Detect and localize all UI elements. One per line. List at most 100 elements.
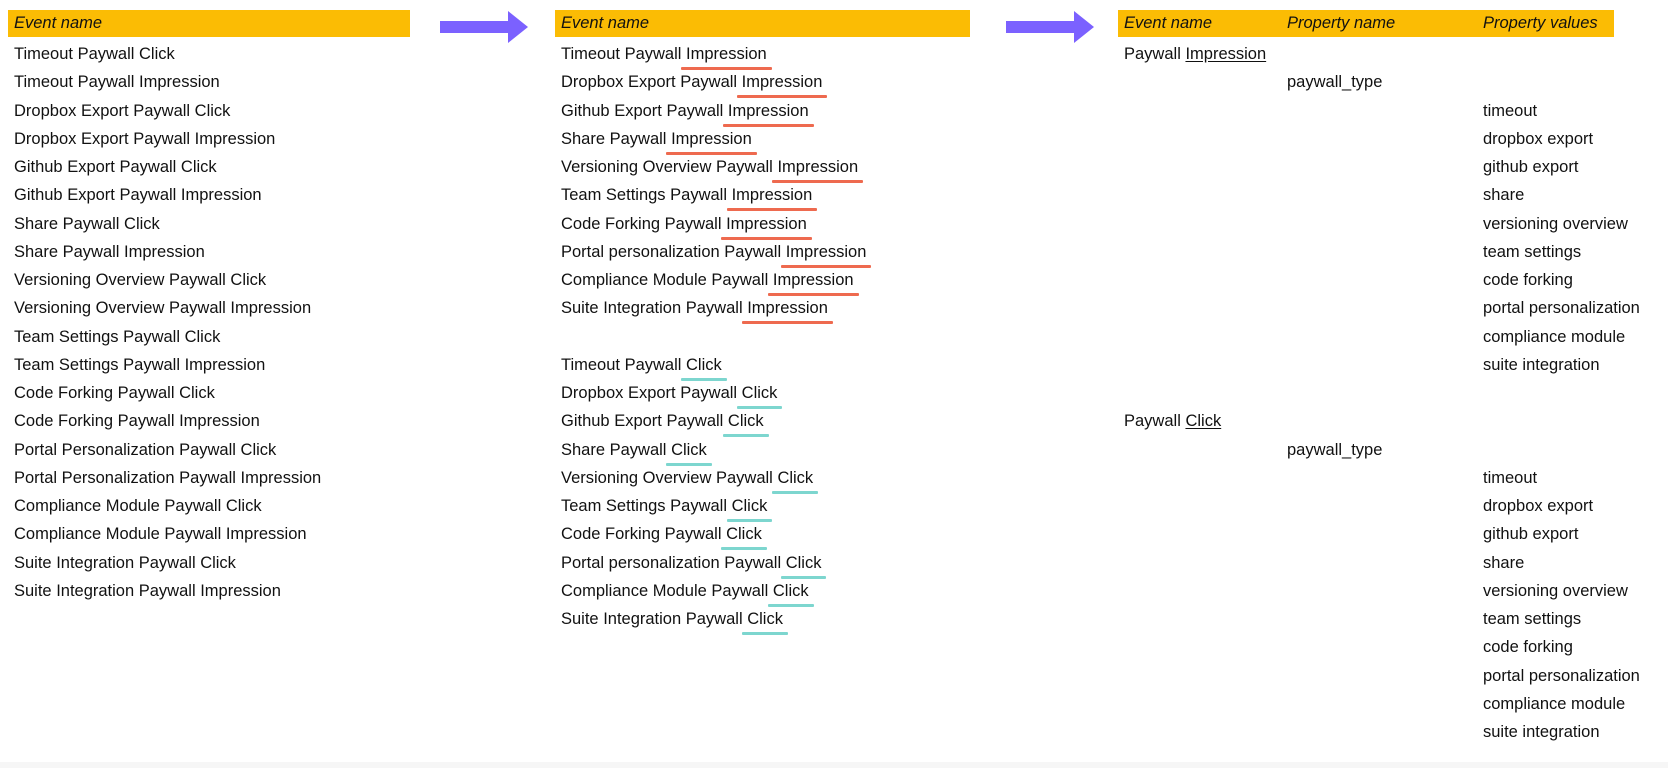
col1-event-name: Share Paywall Impression bbox=[14, 242, 205, 261]
col2-event-prefix: Compliance Module Paywall bbox=[561, 581, 773, 600]
col3-property-value: team settings bbox=[1483, 610, 1582, 628]
right-arrow-shape bbox=[440, 11, 528, 43]
col2-event-suffix-highlight: Impression bbox=[726, 186, 817, 212]
col2-event-name: Code Forking Paywall Click bbox=[561, 524, 767, 551]
col2-event-suffix-highlight: Click bbox=[780, 553, 827, 579]
col3-property-value: share bbox=[1483, 186, 1525, 205]
col1-event-name: Dropbox Export Paywall Click bbox=[14, 101, 231, 120]
col2-event-suffix-highlight: Click bbox=[721, 525, 767, 551]
col1-event-name: Dropbox Export Paywall Impression bbox=[14, 129, 276, 148]
col1-event-name: Versioning Overview Paywall Click bbox=[14, 271, 267, 289]
col3-property-value: share bbox=[1483, 553, 1525, 572]
col2-event-suffix-highlight: Click bbox=[726, 497, 773, 522]
col3-property-value: team settings bbox=[1483, 242, 1582, 261]
col2-event-suffix-highlight: Click bbox=[681, 355, 727, 381]
col2-event-prefix: Github Export Paywall bbox=[561, 101, 728, 120]
col1-event-name: Timeout Paywall Impression bbox=[14, 73, 220, 92]
col3-event-suffix: Click bbox=[1185, 412, 1222, 431]
col1-event-name: Code Forking Paywall Impression bbox=[14, 412, 260, 431]
col2-event-prefix: Dropbox Export Paywall bbox=[561, 384, 742, 402]
col3-property-value: versioning overview bbox=[1483, 581, 1628, 600]
col3-property-value: portal personalization bbox=[1483, 299, 1640, 318]
col3-property-value: code forking bbox=[1483, 638, 1573, 657]
col1-event-name: Portal Personalization Paywall Click bbox=[14, 440, 277, 459]
col1-event-name: Portal Personalization Paywall Impressio… bbox=[14, 468, 322, 487]
col2-event-suffix-highlight: Click bbox=[736, 384, 783, 409]
col1-header: Event name bbox=[8, 10, 410, 37]
col2-event-suffix-highlight: Click bbox=[767, 581, 814, 607]
col2-event-prefix: Versioning Overview Paywall bbox=[561, 468, 778, 487]
col2-event-name: Compliance Module Paywall Click bbox=[561, 581, 814, 607]
col3-property-value: code forking bbox=[1483, 271, 1573, 289]
col3-event-name: Paywall Impression bbox=[1124, 44, 1266, 64]
col2-event-name: Suite Integration Paywall Click bbox=[561, 609, 788, 635]
col2-event-prefix: Suite Integration Paywall bbox=[561, 299, 748, 318]
col2-event-suffix-highlight: Impression bbox=[736, 73, 828, 99]
col2-event-prefix: Timeout Paywall bbox=[561, 355, 687, 374]
col3-event-prefix: Paywall bbox=[1124, 45, 1186, 63]
col3-header-property: Property name bbox=[1287, 14, 1396, 32]
col3-property-value: timeout bbox=[1483, 101, 1538, 120]
col2-event-suffix-highlight: Impression bbox=[772, 158, 863, 183]
col2-event-suffix-highlight: Impression bbox=[722, 101, 814, 127]
col1-event-name: Code Forking Paywall Click bbox=[14, 384, 215, 402]
col1-header-label: Event name bbox=[14, 14, 103, 32]
col3-property-value: github export bbox=[1483, 158, 1579, 176]
col3-property-value: dropbox export bbox=[1483, 497, 1594, 515]
col2-event-suffix-highlight: Impression bbox=[742, 299, 833, 325]
col2-event-prefix: Share Paywall bbox=[561, 129, 672, 148]
col3-header-event: Event name bbox=[1124, 14, 1213, 32]
col2-event-prefix: Code Forking Paywall bbox=[561, 214, 727, 233]
col1-event-name: Team Settings Paywall Click bbox=[14, 327, 221, 346]
col2-event-name: Share Paywall Impression bbox=[561, 129, 757, 155]
col2-event-name: Versioning Overview Paywall Impression bbox=[561, 157, 863, 183]
col3-property-value: suite integration bbox=[1483, 723, 1600, 741]
col2-event-name: Versioning Overview Paywall Click bbox=[561, 468, 818, 494]
col2-event-name: Dropbox Export Paywall Click bbox=[561, 383, 783, 409]
col3-property-value: suite integration bbox=[1483, 355, 1600, 374]
col2-event-suffix-highlight: Impression bbox=[666, 129, 757, 155]
right-arrow-shape bbox=[1006, 11, 1094, 43]
col2-event-prefix: Suite Integration Paywall bbox=[561, 610, 748, 628]
right-arrow-icon bbox=[1006, 11, 1094, 43]
col1-event-name: Suite Integration Paywall Click bbox=[14, 553, 236, 572]
col2-event-name: Team Settings Paywall Impression bbox=[561, 185, 817, 212]
col3-property-name: paywall_type bbox=[1287, 73, 1383, 92]
col3-property-value: compliance module bbox=[1483, 327, 1626, 346]
col2-event-prefix: Timeout Paywall bbox=[561, 45, 687, 63]
col3-property-value: compliance module bbox=[1483, 694, 1626, 713]
col2-event-prefix: Portal personalization Paywall bbox=[561, 553, 786, 572]
col2-event-name: Dropbox Export Paywall Impression bbox=[561, 72, 828, 99]
col1-event-name: Team Settings Paywall Impression bbox=[14, 355, 266, 374]
col1-event-name: Share Paywall Click bbox=[14, 214, 160, 233]
col2-event-suffix-highlight: Impression bbox=[767, 271, 859, 296]
col3-property-value: github export bbox=[1483, 525, 1579, 544]
col2-header-label: Event name bbox=[561, 14, 650, 32]
col2-event-prefix: Github Export Paywall bbox=[561, 412, 728, 431]
col2-event-name: Portal personalization Paywall Click bbox=[561, 553, 827, 579]
col2-event-prefix: Compliance Module Paywall bbox=[561, 271, 773, 289]
right-arrow-icon bbox=[440, 11, 528, 43]
col2-event-prefix: Team Settings Paywall bbox=[561, 186, 732, 205]
col1-event-name: Versioning Overview Paywall Impression bbox=[14, 299, 312, 318]
col2-event-name: Timeout Paywall Impression bbox=[561, 44, 772, 70]
col1-event-name: Github Export Paywall Impression bbox=[14, 186, 262, 205]
col1-event-name: Github Export Paywall Click bbox=[14, 158, 217, 176]
col1-event-name: Compliance Module Paywall Click bbox=[14, 497, 262, 515]
col2-event-prefix: Code Forking Paywall bbox=[561, 525, 727, 544]
col3-event-prefix: Paywall bbox=[1124, 412, 1186, 431]
col2-event-name: Github Export Paywall Click bbox=[561, 411, 769, 438]
col3-property-value: dropbox export bbox=[1483, 129, 1594, 148]
col1-event-name: Compliance Module Paywall Impression bbox=[14, 525, 307, 544]
col2-event-prefix: Dropbox Export Paywall bbox=[561, 73, 742, 92]
col2-event-name: Code Forking Paywall Impression bbox=[561, 214, 812, 240]
col2-event-suffix-highlight: Click bbox=[666, 440, 712, 466]
col2-event-name: Compliance Module Paywall Impression bbox=[561, 270, 859, 296]
col2-event-suffix-highlight: Impression bbox=[780, 242, 872, 268]
col2-event-suffix-highlight: Impression bbox=[721, 214, 812, 240]
col2-event-name: Timeout Paywall Click bbox=[561, 355, 727, 381]
col2-event-name: Share Paywall Click bbox=[561, 440, 712, 466]
col2-event-suffix-highlight: Impression bbox=[681, 45, 772, 70]
col2-event-suffix-highlight: Click bbox=[722, 412, 769, 438]
